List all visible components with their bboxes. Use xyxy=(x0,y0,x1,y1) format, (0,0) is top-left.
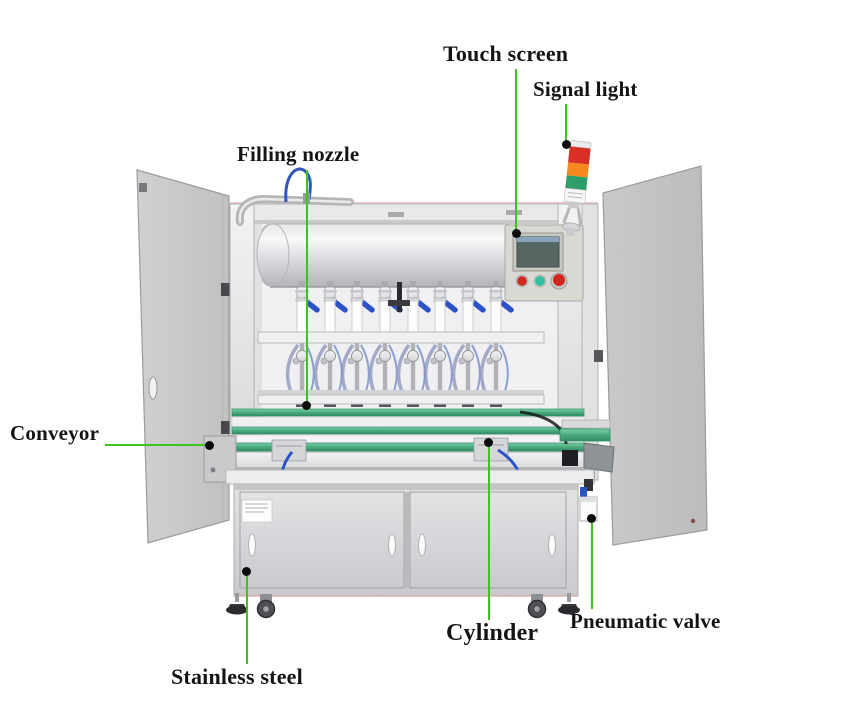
signal-green xyxy=(565,175,588,191)
leader-dot-signal-light xyxy=(562,140,571,149)
left-door-open xyxy=(136,169,232,544)
cabinet-handle xyxy=(418,533,426,557)
leader-dot-filling-nozzle xyxy=(302,401,311,410)
label-conveyor: Conveyor xyxy=(10,421,100,445)
leader-line-touch-screen xyxy=(515,69,517,232)
leader-line-stainless-steel xyxy=(246,576,248,664)
label-touch-screen: Touch screen xyxy=(443,41,569,66)
cabinet-handle xyxy=(388,533,396,557)
nozzle-holder-bar xyxy=(257,390,545,405)
conveyor-guide-rail xyxy=(231,408,585,417)
spec-sticker xyxy=(241,499,273,523)
nozzle-manifold-bar xyxy=(257,331,545,344)
label-stainless-steel: Stainless steel xyxy=(171,664,303,689)
leader-dot-touch-screen xyxy=(512,229,521,238)
door-hinge xyxy=(221,421,232,434)
leader-line-signal-light xyxy=(565,104,567,142)
label-cylinder: Cylinder xyxy=(446,620,539,646)
signal-orange xyxy=(566,162,589,178)
label-signal-light: Signal light xyxy=(533,77,638,101)
top-pipe xyxy=(235,194,354,226)
leader-dot-conveyor xyxy=(205,441,214,450)
leader-dot-stainless-steel xyxy=(242,567,251,576)
signal-red xyxy=(568,146,591,165)
stop-button xyxy=(535,276,545,286)
leader-dot-cylinder xyxy=(484,438,493,447)
start-button xyxy=(517,276,527,286)
touch-screen-panel xyxy=(504,224,584,302)
emergency-stop-button xyxy=(553,274,565,286)
leader-dot-pneumatic-valve xyxy=(587,514,596,523)
leader-line-filling-nozzle xyxy=(306,170,308,403)
leader-line-cylinder xyxy=(488,447,490,620)
door-hinge xyxy=(221,283,232,296)
right-door-open xyxy=(602,165,708,546)
cabinet-handle xyxy=(548,533,556,557)
stainless-cabinet xyxy=(225,469,595,597)
door-handle xyxy=(148,376,158,400)
label-filling-nozzle: Filling nozzle xyxy=(237,142,360,166)
leader-line-pneumatic-valve xyxy=(591,523,593,609)
filling-nozzles xyxy=(294,280,516,334)
label-pneumatic-valve: Pneumatic valve xyxy=(570,609,721,633)
product-tank xyxy=(256,223,515,288)
conveyor-guide-rail xyxy=(231,426,585,435)
signal-light-tower xyxy=(561,140,592,237)
leader-line-conveyor xyxy=(105,444,208,446)
cabinet-handle xyxy=(248,533,256,557)
